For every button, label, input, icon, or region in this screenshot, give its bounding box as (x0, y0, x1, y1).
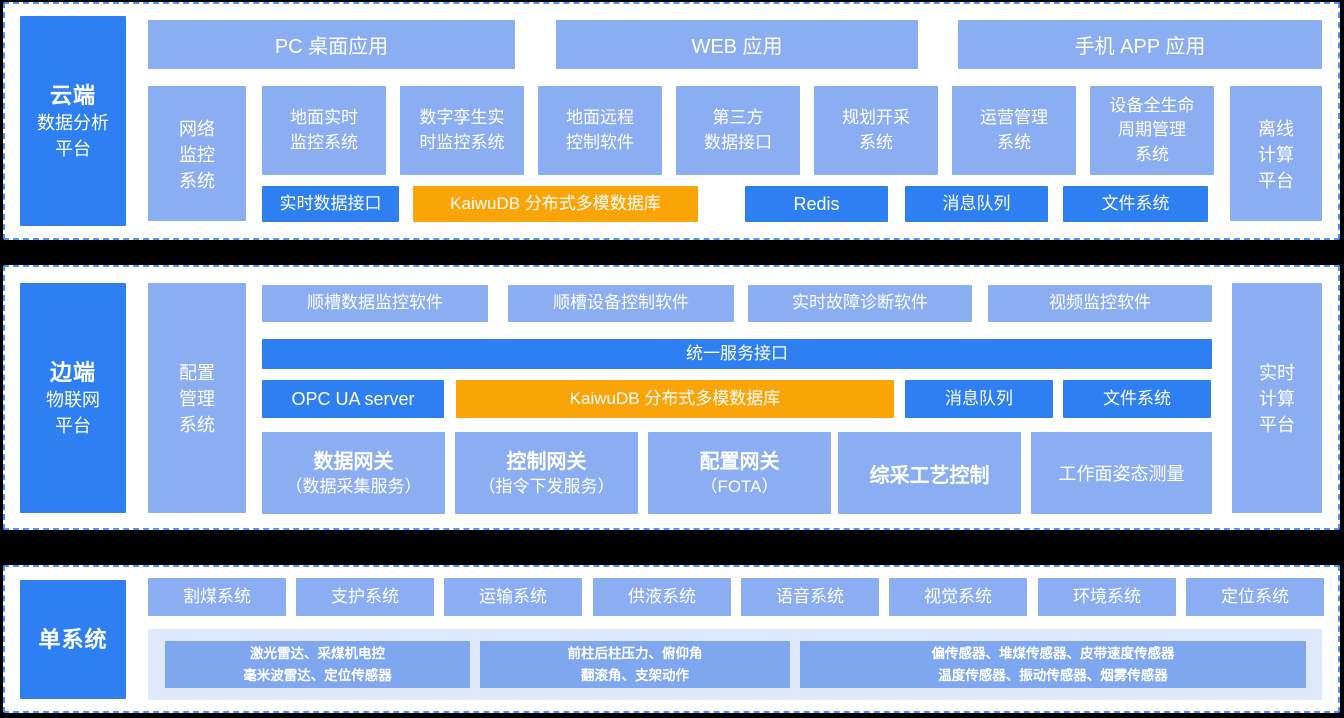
box-workface-posture-measure: 工作面姿态测量 (1031, 432, 1212, 514)
box-video-monitor-sw: 视频监控软件 (988, 285, 1212, 322)
edge-side-label: 边端 物联网 平台 (20, 283, 126, 513)
box-vision-system: 视觉系统 (889, 578, 1027, 616)
edge-title: 边端 (49, 359, 96, 385)
box-offline-compute-platform: 离线 计算 平台 (1230, 86, 1322, 221)
box-mobile-app: 手机 APP 应用 (958, 20, 1322, 69)
box-sensors-support: 前柱后柱压力、俯仰角 翻滚角、支架动作 (480, 641, 790, 688)
config-gateway-subtitle: （FOTA） (700, 476, 779, 496)
box-chute-device-control-sw: 顺槽设备控制软件 (508, 285, 734, 322)
box-network-monitor-system: 网络 监控 系统 (148, 86, 246, 221)
box-file-system-edge: 文件系统 (1063, 380, 1211, 418)
cloud-title: 云端 (49, 82, 96, 108)
edge-subtitle: 物联网 平台 (46, 390, 100, 436)
box-message-queue-cloud: 消息队列 (905, 186, 1048, 222)
box-fluid-supply-system: 供液系统 (593, 578, 731, 616)
config-gateway-title: 配置网关 (699, 450, 780, 473)
box-environment-system: 环境系统 (1038, 578, 1176, 616)
box-operation-mgmt-system: 运营管理 系统 (952, 86, 1076, 175)
single-system-side-label: 单系统 (20, 580, 126, 699)
box-voice-system: 语音系统 (741, 578, 879, 616)
edge-panel: 边端 物联网 平台 配置 管理 系统 顺槽数据监控软件 顺槽设备控制软件 实时故… (3, 265, 1340, 530)
box-data-gateway: 数据网关 （数据采集服务） (262, 432, 445, 514)
sensor-group-container: 激光雷达、采煤机电控 毫米波雷达、定位传感器 前柱后柱压力、俯仰角 翻滚角、支架… (148, 629, 1322, 700)
box-realtime-compute-platform: 实时 计算 平台 (1232, 283, 1322, 513)
cloud-panel: 云端 数据分析 平台 PC 桌面应用 WEB 应用 手机 APP 应用 网络 监… (3, 2, 1340, 240)
box-coal-cutting-system: 割煤系统 (148, 578, 286, 616)
box-ground-realtime-monitor: 地面实时 监控系统 (262, 86, 386, 175)
box-mining-plan-system: 规划开采 系统 (814, 86, 938, 175)
box-realtime-fault-diagnosis-sw: 实时故障诊断软件 (748, 285, 972, 322)
box-digital-twin-monitor: 数字孪生实 时监控系统 (400, 86, 524, 175)
box-file-system-cloud: 文件系统 (1063, 186, 1208, 222)
cloud-subtitle: 数据分析 平台 (37, 113, 109, 159)
box-control-gateway: 控制网关 （指令下发服务） (455, 432, 638, 514)
box-ground-remote-control: 地面远程 控制软件 (538, 86, 662, 175)
box-config-mgmt-system: 配置 管理 系统 (148, 283, 246, 513)
box-redis: Redis (745, 186, 888, 222)
box-transport-system: 运输系统 (444, 578, 582, 616)
single-system-panel: 单系统 割煤系统 支护系统 运输系统 供液系统 语音系统 视觉系统 环境系统 定… (3, 565, 1340, 713)
box-message-queue-edge: 消息队列 (905, 380, 1053, 418)
box-kaiwudb-cloud: KaiwuDB 分布式多模数据库 (413, 186, 698, 222)
box-pc-desktop-app: PC 桌面应用 (148, 20, 515, 69)
box-web-app: WEB 应用 (556, 20, 918, 69)
box-sensors-cutting: 激光雷达、采煤机电控 毫米波雷达、定位传感器 (165, 641, 470, 688)
single-system-title: 单系统 (38, 626, 108, 652)
control-gateway-subtitle: （指令下发服务） (478, 476, 615, 496)
box-unified-service-api: 统一服务接口 (262, 339, 1212, 369)
box-chute-data-monitor-sw: 顺槽数据监控软件 (262, 285, 488, 322)
box-opc-ua-server: OPC UA server (262, 380, 444, 418)
box-config-gateway: 配置网关 （FOTA） (648, 432, 831, 514)
box-realtime-data-api: 实时数据接口 (262, 186, 399, 222)
box-positioning-system: 定位系统 (1186, 578, 1324, 616)
box-kaiwudb-edge: KaiwuDB 分布式多模数据库 (456, 380, 894, 418)
box-sensors-transport-env: 偏传感器、堆煤传感器、皮带速度传感器 温度传感器、振动传感器、烟雾传感器 (800, 641, 1306, 688)
data-gateway-subtitle: （数据采集服务） (285, 476, 422, 496)
control-gateway-title: 控制网关 (506, 450, 587, 473)
box-mining-process-control: 综采工艺控制 (838, 432, 1021, 514)
box-support-system: 支护系统 (296, 578, 434, 616)
box-third-party-api: 第三方 数据接口 (676, 86, 800, 175)
box-device-lifecycle-system: 设备全生命 周期管理 系统 (1090, 86, 1214, 175)
data-gateway-title: 数据网关 (313, 450, 394, 473)
cloud-side-label: 云端 数据分析 平台 (20, 16, 126, 226)
